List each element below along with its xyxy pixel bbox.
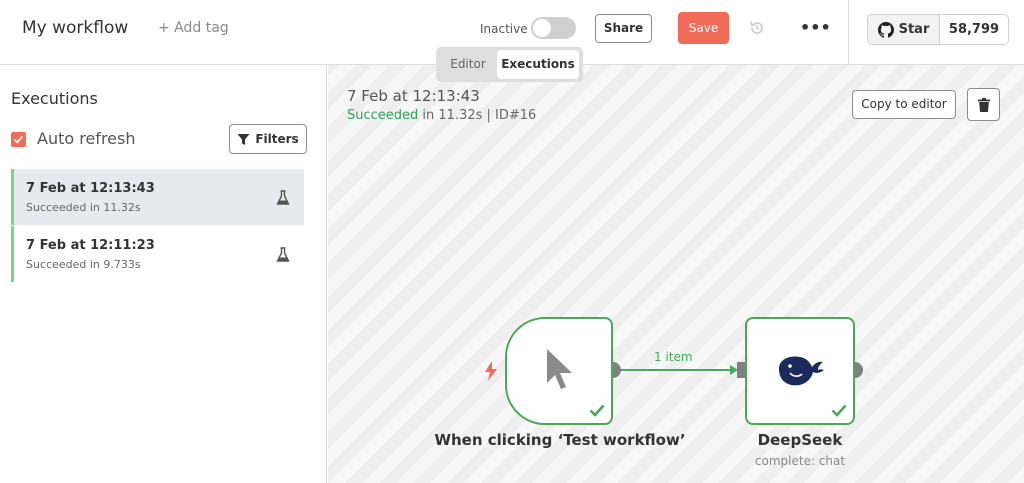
connection-edge	[605, 362, 863, 378]
view-tabs: Editor Executions	[436, 47, 583, 82]
filters-label: Filters	[255, 132, 299, 146]
execution-duration-id: in 11.32s | ID#16	[418, 108, 537, 123]
execution-summary: Succeeded in 11.32s | ID#16	[347, 108, 536, 123]
active-status-label: Inactive	[480, 22, 528, 36]
auto-refresh-checkbox[interactable]	[11, 132, 26, 147]
tab-executions[interactable]: Executions	[497, 50, 579, 79]
trigger-bolt-icon	[485, 361, 497, 381]
github-star-count[interactable]: 58,799	[940, 15, 1008, 44]
github-star-button[interactable]: Star	[868, 15, 940, 44]
workflow-name[interactable]: My workflow	[22, 18, 129, 38]
execution-time: 7 Feb at 12:13:43	[26, 181, 155, 196]
github-star-widget: Star 58,799	[867, 14, 1009, 45]
node-label: DeepSeek	[757, 431, 843, 449]
github-star-label: Star	[898, 22, 930, 37]
test-flask-icon	[276, 247, 290, 262]
manual-trigger-node[interactable]	[505, 317, 613, 425]
executions-sidebar: Executions Auto refresh Filters 7 Feb at…	[0, 65, 327, 483]
deepseek-whale-icon	[779, 356, 824, 386]
cursor-icon	[547, 349, 572, 389]
sidebar-title: Executions	[11, 89, 98, 108]
auto-refresh-label[interactable]: Auto refresh	[37, 129, 136, 148]
active-toggle[interactable]	[531, 17, 576, 39]
workflow-canvas[interactable]: 7 Feb at 12:13:43 Succeeded in 11.32s | …	[328, 65, 1024, 483]
execution-status-word: Succeeded	[347, 108, 419, 123]
save-button[interactable]: Save	[678, 12, 729, 44]
github-icon	[877, 21, 894, 38]
tab-editor[interactable]: Editor	[450, 57, 486, 71]
execution-status: Succeeded in 11.32s	[26, 201, 141, 214]
input-handle[interactable]	[737, 362, 745, 378]
share-button[interactable]: Share	[595, 14, 652, 43]
node-subtitle: complete: chat	[754, 454, 846, 468]
node-label: When clicking ‘Test workflow’	[434, 431, 686, 449]
trash-icon	[977, 97, 990, 112]
execution-date: 7 Feb at 12:13:43	[347, 87, 480, 105]
success-check-icon	[589, 404, 605, 417]
connection-item-count: 1 item	[654, 350, 693, 364]
success-check-icon	[831, 404, 847, 417]
header-divider	[848, 0, 849, 64]
execution-list-item[interactable]: 7 Feb at 12:11:23 Succeeded in 9.733s	[11, 226, 304, 282]
deepseek-node[interactable]	[745, 317, 855, 425]
test-flask-icon	[276, 190, 290, 205]
execution-status: Succeeded in 9.733s	[26, 258, 141, 271]
delete-execution-button[interactable]	[967, 88, 1000, 121]
execution-time: 7 Feb at 12:11:23	[26, 238, 155, 253]
filter-icon	[237, 133, 250, 145]
copy-to-editor-button[interactable]: Copy to editor	[852, 90, 956, 119]
history-icon[interactable]	[749, 20, 765, 36]
checkmark-icon	[13, 135, 24, 144]
toggle-knob	[533, 19, 551, 37]
execution-list-item[interactable]: 7 Feb at 12:13:43 Succeeded in 11.32s	[11, 169, 304, 225]
more-options-icon[interactable]: •••	[800, 18, 831, 37]
filters-button[interactable]: Filters	[229, 124, 307, 154]
add-tag-button[interactable]: + Add tag	[158, 20, 229, 36]
